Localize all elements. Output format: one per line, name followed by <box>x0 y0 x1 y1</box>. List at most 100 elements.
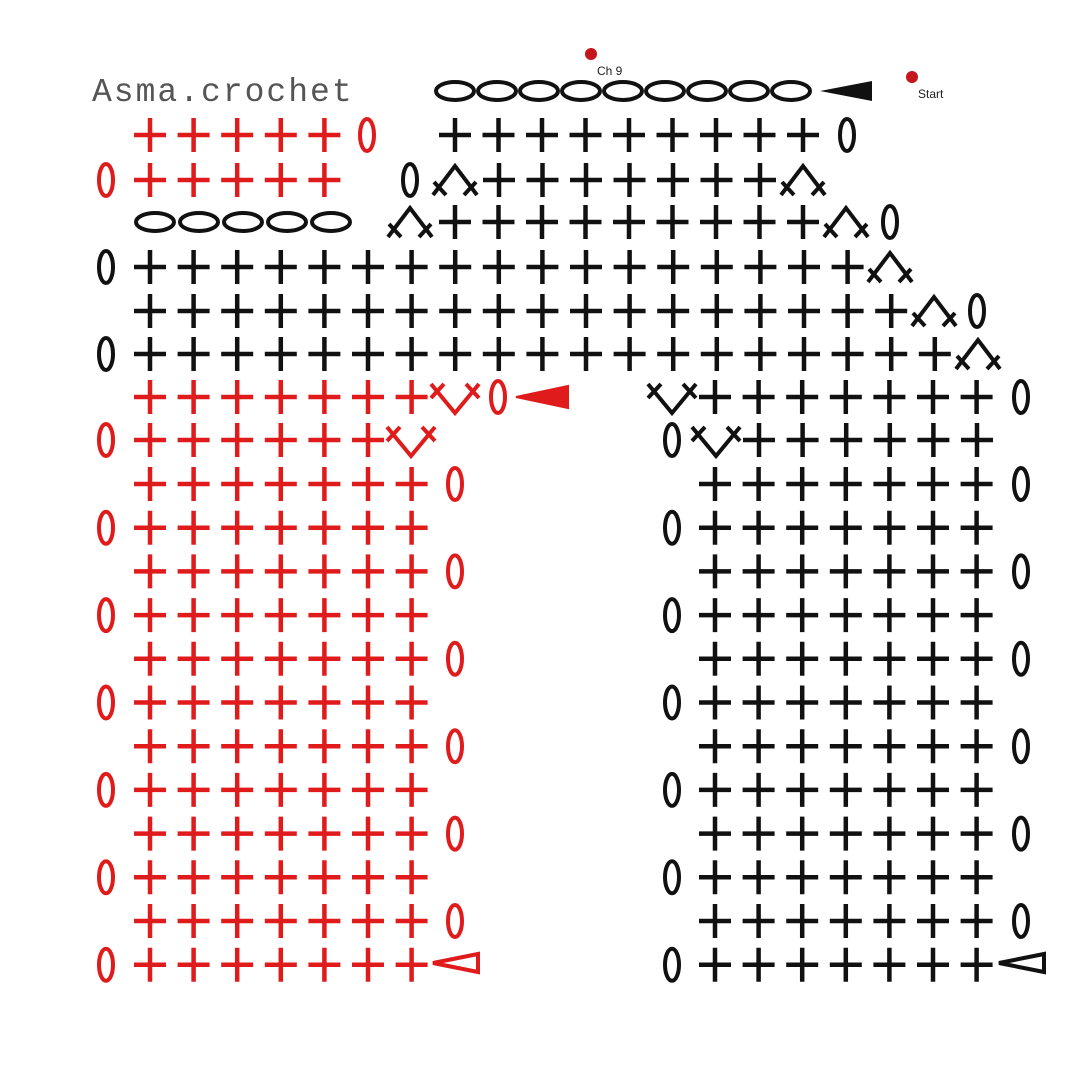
single-crochet-symbol <box>177 423 210 457</box>
single-crochet-symbol <box>177 641 210 676</box>
single-crochet-symbol <box>439 294 472 328</box>
chain-symbol <box>434 80 476 102</box>
single-crochet-symbol <box>395 904 428 938</box>
single-crochet-symbol <box>613 294 646 328</box>
single-crochet-symbol <box>917 729 949 764</box>
single-crochet-symbol <box>700 250 733 284</box>
increase-symbol <box>385 425 437 460</box>
watermark-text: Asma.crochet <box>92 74 354 111</box>
single-crochet-symbol <box>917 380 949 414</box>
increase-tick <box>646 382 698 400</box>
single-crochet-symbol <box>873 947 906 982</box>
single-crochet-symbol <box>439 337 472 371</box>
single-crochet-symbol <box>177 772 210 807</box>
single-crochet-symbol <box>264 860 297 895</box>
single-crochet-symbol <box>395 510 428 545</box>
single-crochet-symbol <box>613 250 646 284</box>
turning-chain-symbol <box>446 815 464 852</box>
single-crochet-symbol <box>829 510 862 545</box>
turning-chain-symbol <box>663 509 681 546</box>
single-crochet-symbol <box>439 250 472 284</box>
decrease-tick <box>867 267 913 284</box>
single-crochet-symbol <box>221 641 254 676</box>
single-crochet-symbol <box>657 337 690 371</box>
increase-tick <box>690 425 742 443</box>
single-crochet-symbol <box>134 772 166 807</box>
turning-chain-symbol <box>881 204 899 240</box>
single-crochet-symbol <box>917 641 949 676</box>
single-crochet-symbol <box>308 380 341 414</box>
chain-symbol <box>602 80 644 102</box>
turning-chain-symbol <box>838 117 856 153</box>
single-crochet-symbol <box>829 598 862 633</box>
single-crochet-symbol <box>308 685 341 720</box>
single-crochet-symbol <box>831 337 864 371</box>
turning-chain-symbol <box>663 771 681 808</box>
single-crochet-symbol <box>699 641 731 676</box>
single-crochet-symbol <box>613 118 645 152</box>
single-crochet-symbol <box>395 816 428 851</box>
single-crochet-symbol <box>873 510 906 545</box>
single-crochet-symbol <box>960 467 993 501</box>
single-crochet-symbol <box>221 554 254 589</box>
turning-chain-symbol <box>1012 903 1030 939</box>
single-crochet-symbol <box>786 423 819 457</box>
turning-chain-symbol <box>97 597 115 634</box>
turning-chain-symbol <box>97 422 115 458</box>
single-crochet-symbol <box>134 904 166 938</box>
single-crochet-symbol <box>569 118 602 152</box>
single-crochet-symbol <box>264 729 297 764</box>
single-crochet-symbol <box>395 772 428 807</box>
single-crochet-symbol <box>134 163 166 197</box>
single-crochet-symbol <box>699 598 731 633</box>
single-crochet-symbol <box>917 554 949 589</box>
single-crochet-symbol <box>395 729 428 764</box>
single-crochet-symbol <box>699 947 731 982</box>
single-crochet-symbol <box>308 423 341 457</box>
single-crochet-symbol <box>352 641 384 676</box>
single-crochet-symbol <box>656 118 689 152</box>
single-crochet-symbol <box>917 598 949 633</box>
single-crochet-symbol <box>873 860 906 895</box>
single-crochet-symbol <box>786 685 819 720</box>
single-crochet-symbol <box>786 510 819 545</box>
single-crochet-symbol <box>786 816 819 851</box>
single-crochet-symbol <box>221 904 254 938</box>
single-crochet-symbol <box>917 467 949 501</box>
single-crochet-symbol <box>134 118 166 152</box>
single-crochet-symbol <box>352 554 384 589</box>
chain-symbol <box>310 211 352 233</box>
single-crochet-symbol <box>221 118 254 152</box>
single-crochet-symbol <box>134 816 166 851</box>
single-crochet-symbol <box>570 294 602 328</box>
single-crochet-symbol <box>177 467 210 501</box>
single-crochet-symbol <box>917 860 949 895</box>
single-crochet-symbol <box>134 510 166 545</box>
start-label: Start <box>918 87 944 101</box>
single-crochet-symbol <box>395 250 428 284</box>
chain-symbol <box>728 80 770 102</box>
single-crochet-symbol <box>177 250 210 284</box>
single-crochet-symbol <box>134 250 166 284</box>
single-crochet-symbol <box>134 860 166 895</box>
single-crochet-symbol <box>177 554 210 589</box>
single-crochet-symbol <box>743 423 775 457</box>
single-crochet-symbol <box>700 118 732 152</box>
single-crochet-symbol <box>352 729 384 764</box>
single-crochet-symbol <box>264 423 297 457</box>
single-crochet-symbol <box>352 860 384 895</box>
single-crochet-symbol <box>742 860 775 895</box>
single-crochet-symbol <box>395 554 428 589</box>
single-crochet-symbol <box>657 163 689 197</box>
single-crochet-symbol <box>526 250 559 284</box>
single-crochet-symbol <box>829 772 862 807</box>
single-crochet-symbol <box>960 510 993 545</box>
single-crochet-symbol <box>744 294 777 328</box>
single-crochet-symbol <box>744 337 777 371</box>
single-crochet-symbol <box>221 423 254 457</box>
single-crochet-symbol <box>613 163 646 197</box>
single-crochet-symbol <box>744 250 777 284</box>
single-crochet-symbol <box>830 423 863 457</box>
single-crochet-symbol <box>482 118 515 152</box>
decrease-tick <box>911 311 957 328</box>
